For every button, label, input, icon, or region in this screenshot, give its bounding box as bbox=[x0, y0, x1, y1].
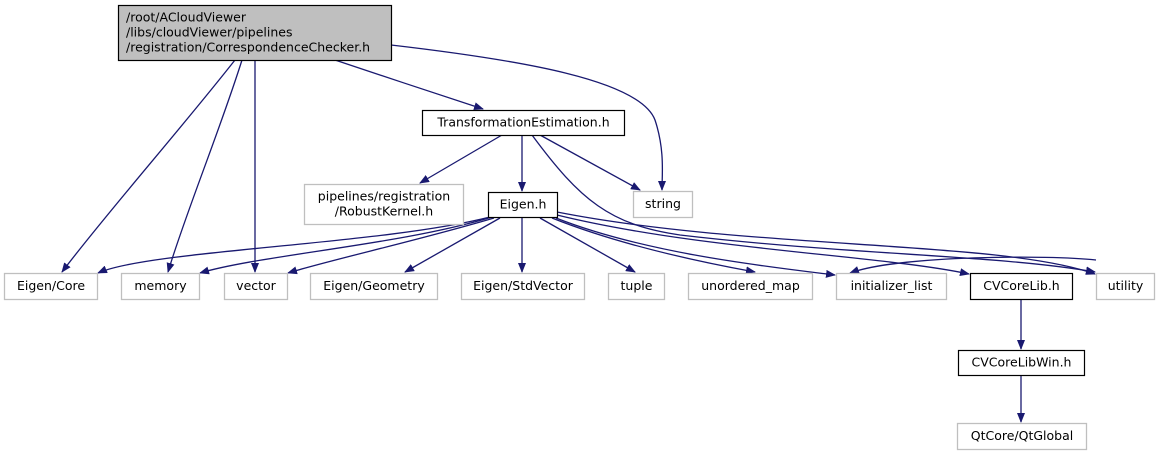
edge-eigen-h-to-eigen-core bbox=[97, 216, 491, 274]
edge-utility-to-initializer-list bbox=[849, 256, 1097, 274]
edge-eigen-h-to-initializer-list bbox=[555, 217, 836, 278]
node-box bbox=[957, 349, 1086, 377]
node-robustkernel: pipelines/registration/RobustKernel.h bbox=[303, 183, 465, 226]
node-root[interactable]: /root/ACloudViewer/libs/cloudViewer/pipe… bbox=[117, 4, 393, 62]
node-label: CVCoreLibWin.h bbox=[972, 355, 1072, 370]
node-box bbox=[309, 272, 439, 301]
node-cvcorelib[interactable]: CVCoreLib.h bbox=[969, 272, 1074, 301]
node-box bbox=[835, 272, 948, 301]
node-vector: vector bbox=[223, 272, 289, 301]
edge-eigen-h-to-tuple bbox=[539, 217, 636, 273]
edge-eigen-h-to-memory bbox=[199, 216, 493, 275]
node-label: Eigen/Core bbox=[17, 278, 85, 293]
node-box bbox=[303, 183, 465, 226]
node-box bbox=[632, 190, 694, 219]
edge-transformation-to-string bbox=[539, 134, 641, 191]
node-box bbox=[223, 272, 289, 301]
node-eigen-stdvector: Eigen/StdVector bbox=[460, 272, 586, 301]
edge-root-to-memory bbox=[166, 59, 243, 273]
edge-transformation-to-robustkernel bbox=[419, 134, 503, 184]
node-label: string bbox=[645, 196, 681, 211]
node-label: /registration/CorrespondenceChecker.h bbox=[126, 40, 370, 55]
node-box bbox=[487, 191, 559, 219]
node-label: /libs/cloudViewer/pipelines bbox=[126, 25, 292, 40]
node-label: memory bbox=[134, 278, 187, 293]
node-utility: utility bbox=[1095, 272, 1156, 301]
node-label: TransformationEstimation.h bbox=[436, 115, 609, 130]
node-label: vector bbox=[236, 278, 277, 293]
node-tuple: tuple bbox=[607, 272, 666, 301]
node-qtglobal: QtCore/QtGlobal bbox=[956, 422, 1088, 451]
node-string: string bbox=[632, 190, 694, 219]
edge-eigen-h-to-utility bbox=[556, 211, 1096, 275]
node-memory: memory bbox=[120, 272, 201, 301]
edge-root-to-eigen-core bbox=[61, 59, 236, 273]
node-label: /RobustKernel.h bbox=[335, 204, 433, 219]
node-label: pipelines/registration bbox=[318, 189, 450, 204]
edge-eigen-h-to-eigen-geometry bbox=[404, 217, 501, 273]
edge-root-to-transformation bbox=[334, 59, 484, 111]
node-label: tuple bbox=[621, 278, 653, 293]
edge-transformation-to-utility bbox=[531, 134, 1096, 275]
edge-eigen-h-to-unordered-map bbox=[551, 217, 756, 275]
node-label: /root/ACloudViewer bbox=[126, 10, 247, 25]
edge-root-to-string bbox=[390, 44, 667, 191]
node-box bbox=[969, 272, 1074, 301]
node-box bbox=[460, 272, 586, 301]
node-unordered-map: unordered_map bbox=[687, 272, 814, 301]
node-label: Eigen/StdVector bbox=[473, 278, 574, 293]
node-label: Eigen.h bbox=[500, 197, 547, 212]
node-box bbox=[421, 109, 626, 137]
node-label: initializer_list bbox=[851, 278, 933, 293]
node-transformation[interactable]: TransformationEstimation.h bbox=[421, 109, 626, 137]
node-eigen-core: Eigen/Core bbox=[3, 272, 99, 301]
node-box bbox=[120, 272, 201, 301]
edge-eigen-h-to-vector bbox=[287, 217, 495, 275]
node-label: QtCore/QtGlobal bbox=[971, 428, 1074, 443]
node-box bbox=[1095, 272, 1156, 301]
node-initializer-list: initializer_list bbox=[835, 272, 948, 301]
node-cvcorelibwin[interactable]: CVCoreLibWin.h bbox=[957, 349, 1086, 377]
node-label: Eigen/Geometry bbox=[323, 278, 425, 293]
node-box bbox=[607, 272, 666, 301]
node-eigen-geometry: Eigen/Geometry bbox=[309, 272, 439, 301]
node-eigen-h[interactable]: Eigen.h bbox=[487, 191, 559, 219]
node-box bbox=[117, 4, 393, 62]
node-box bbox=[956, 422, 1088, 451]
node-label: CVCoreLib.h bbox=[983, 278, 1059, 293]
node-box bbox=[3, 272, 99, 301]
node-label: unordered_map bbox=[701, 278, 800, 293]
node-label: utility bbox=[1108, 278, 1144, 293]
edge-eigen-h-to-cvcorelib bbox=[556, 214, 970, 277]
node-box bbox=[687, 272, 814, 301]
